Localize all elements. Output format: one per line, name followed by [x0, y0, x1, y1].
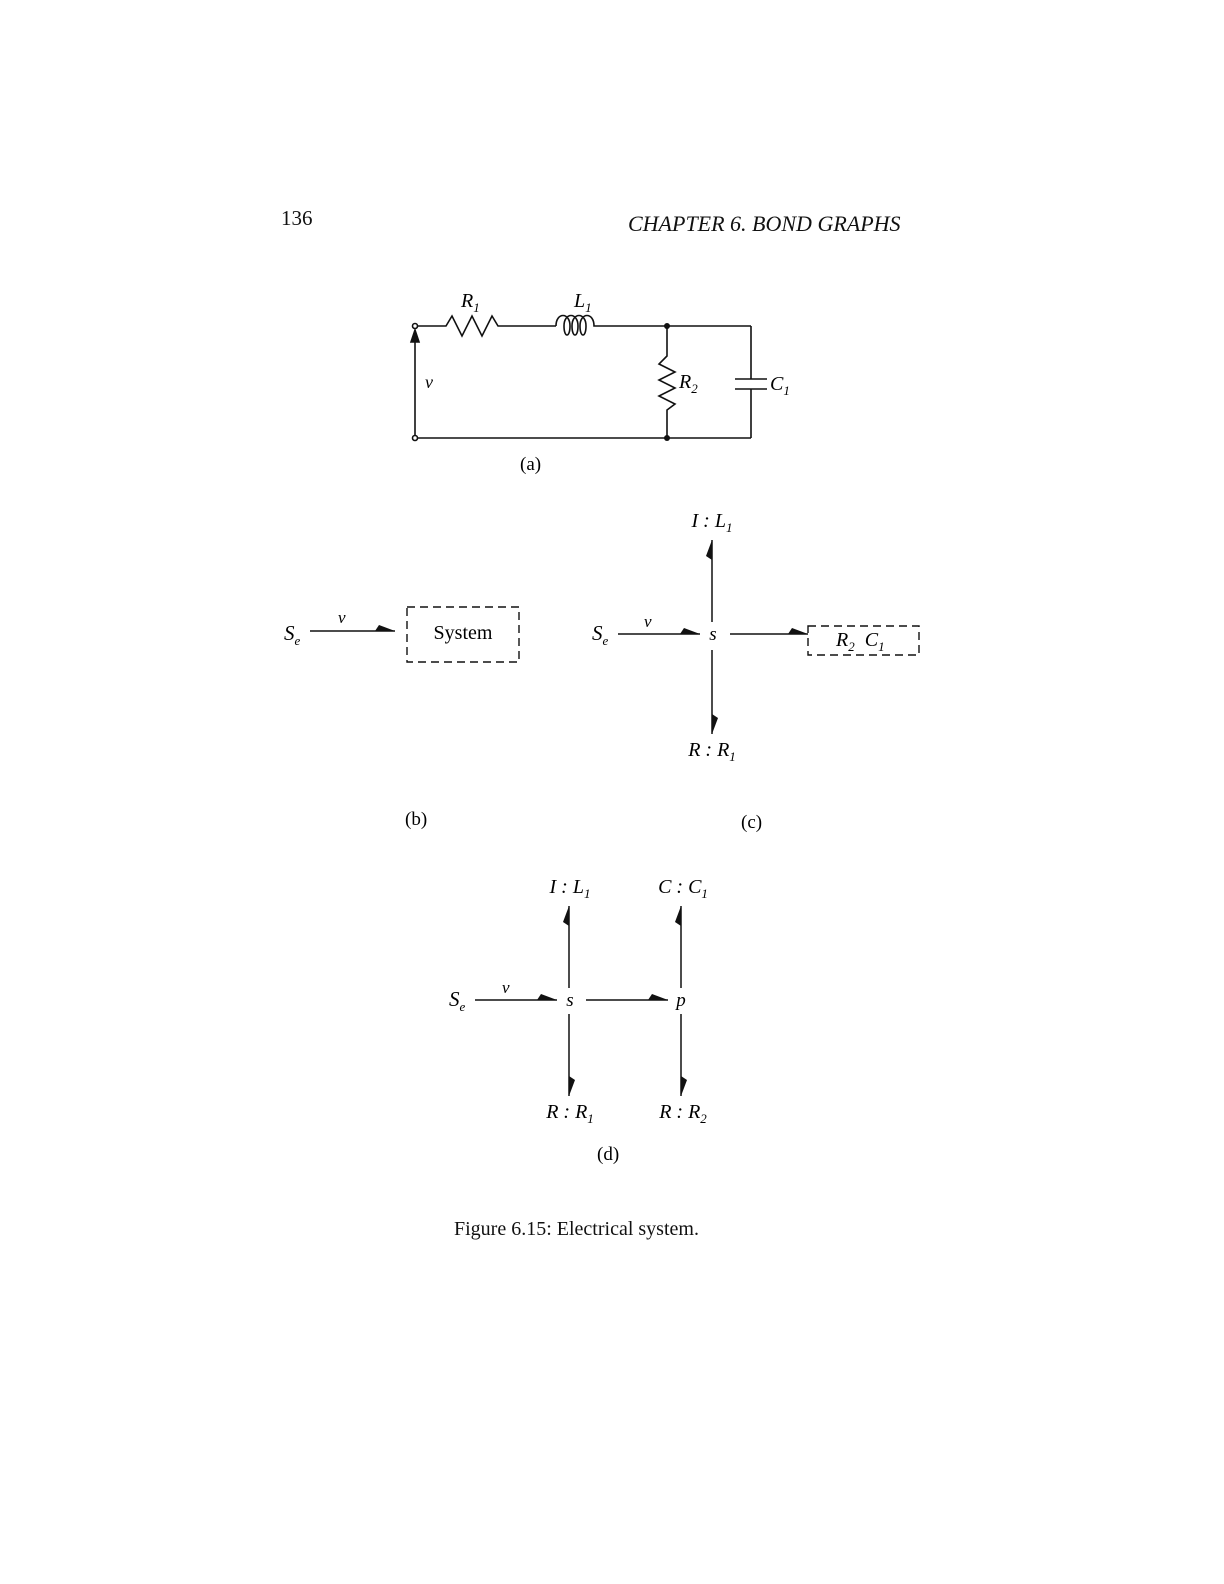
bond-label-v: v — [502, 978, 510, 997]
junction-s: s — [709, 624, 716, 645]
bond-graph-b: Se v System (b) — [284, 607, 519, 830]
bond-graph-d: Se v s p I : L1 R : R1 C : C1 R : R2 (d) — [449, 876, 708, 1165]
circuit-diagram — [411, 316, 767, 441]
bond-label-v: v — [644, 612, 652, 631]
r2-c1-box — [808, 626, 919, 655]
element-c-c1: C : C1 — [658, 876, 708, 901]
voltage-arrowhead — [411, 330, 419, 342]
node-dot — [664, 323, 670, 329]
figure-caption: Figure 6.15: Electrical system. — [454, 1218, 699, 1241]
label-voltage: v — [425, 372, 433, 392]
label-r1: R1 — [460, 290, 480, 315]
bond-label-v: v — [338, 608, 346, 627]
junction-s: s — [566, 990, 573, 1011]
panel-label-a: (a) — [520, 454, 541, 475]
source-se: Se — [284, 621, 301, 648]
element-i-l1: I : L1 — [549, 876, 591, 901]
source-se: Se — [449, 987, 466, 1014]
label-r2: R2 — [678, 371, 698, 396]
label-c1: C1 — [770, 373, 790, 398]
capacitor-c1 — [735, 326, 767, 438]
system-label: System — [434, 622, 493, 644]
resistor-r2 — [659, 326, 675, 438]
source-se: Se — [592, 621, 609, 648]
element-r-r1: R : R1 — [545, 1101, 594, 1126]
element-i-l1: I : L1 — [691, 510, 733, 535]
panel-label-d: (d) — [597, 1144, 619, 1165]
panel-label-c: (c) — [741, 812, 762, 833]
inductor-l1 — [556, 316, 751, 336]
resistor-r1 — [418, 316, 556, 336]
node-dot — [664, 435, 670, 441]
element-r-r1: R : R1 — [687, 739, 736, 764]
terminal-bottom — [413, 436, 418, 441]
panel-label-b: (b) — [405, 809, 427, 830]
junction-p: p — [674, 990, 686, 1011]
label-l1: L1 — [573, 290, 592, 315]
element-r-r2: R : R2 — [658, 1101, 707, 1126]
